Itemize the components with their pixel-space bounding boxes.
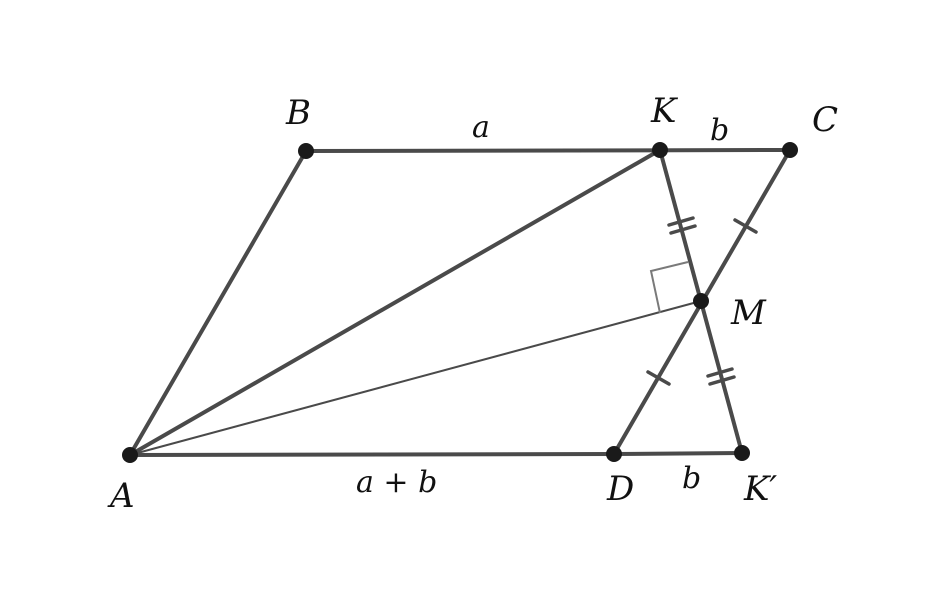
label-C: C — [812, 100, 838, 140]
segment-AB — [128, 149, 308, 457]
label-segment-AD: a + b — [356, 465, 437, 500]
point-B — [298, 143, 314, 159]
point-C — [782, 142, 798, 158]
point-A — [122, 447, 138, 463]
point-M — [693, 293, 709, 309]
label-K-prime: K′ — [743, 469, 777, 509]
segment-AD — [128, 452, 616, 457]
tick-mark-MD — [646, 370, 671, 386]
segment-AK — [128, 148, 662, 457]
label-D: D — [606, 469, 634, 509]
tick-marks-MK-prime — [706, 367, 736, 386]
right-angle-mark — [649, 261, 689, 314]
label-segment-DK-prime: b — [682, 461, 701, 496]
point-D — [606, 446, 622, 462]
label-segment-KC: b — [710, 113, 729, 148]
segment-BC — [304, 148, 792, 153]
label-segment-BK: a — [472, 110, 490, 145]
label-M: M — [730, 293, 767, 333]
segment-AM — [129, 300, 702, 456]
label-K: K — [650, 91, 679, 131]
label-B: B — [285, 93, 311, 133]
tick-mark-CM — [733, 218, 758, 234]
tick-marks-KM — [667, 216, 697, 235]
point-K-prime — [734, 445, 750, 461]
segment-DK-prime — [612, 451, 744, 456]
label-A: A — [107, 476, 135, 516]
point-K — [652, 142, 668, 158]
